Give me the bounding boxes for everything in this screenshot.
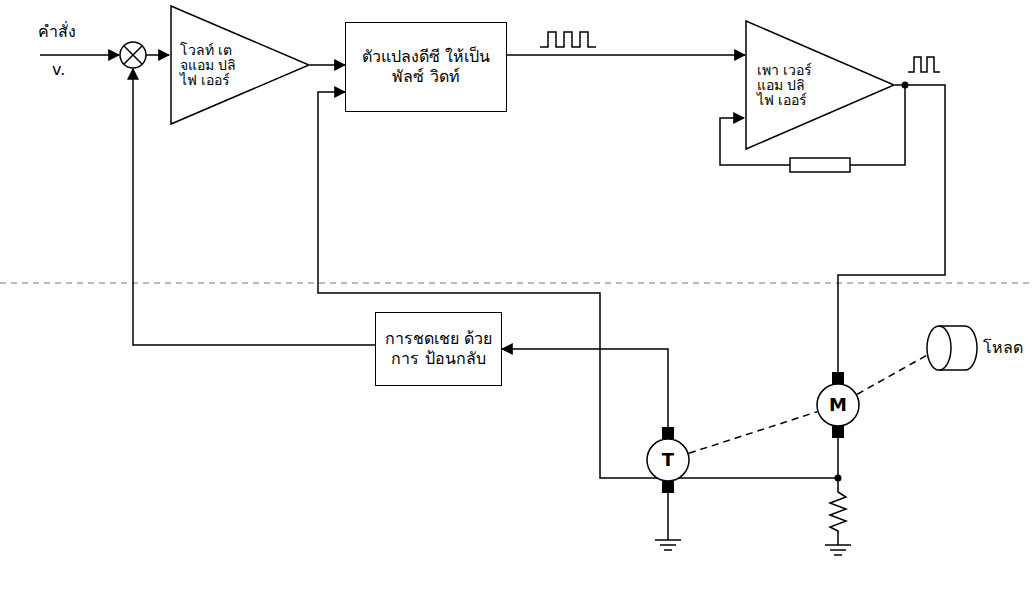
ground-line	[834, 554, 842, 556]
drum-face	[927, 326, 951, 370]
node-label: โวลท์ เตจแอม ปลิไฟ เออร์	[180, 43, 238, 88]
triangle-outline	[171, 6, 309, 124]
signal-wire	[507, 54, 745, 56]
signal-wire	[318, 92, 838, 478]
node-label: T	[646, 438, 690, 482]
signal-wire	[310, 64, 345, 66]
brush-terminal	[662, 481, 674, 493]
mechanical-coupling	[689, 412, 817, 453]
ground-line	[660, 544, 676, 546]
tachometer-circle: T	[646, 438, 690, 482]
feedback-wire	[133, 69, 375, 345]
node-label: เพา เวอร์แอม ปลิไฟ เออร์	[757, 63, 815, 108]
input-label: คำสั่ง	[38, 22, 76, 42]
node-label: M	[816, 383, 860, 427]
signal-wire	[502, 349, 668, 438]
page-fold-line	[0, 283, 1033, 284]
tacho-ground-wire	[667, 493, 669, 540]
ground-line	[655, 539, 681, 541]
summing-cross	[124, 46, 142, 64]
amplifier-triangle: เพา เวอร์แอม ปลิไฟ เออร์	[745, 20, 895, 150]
summing-cross	[124, 46, 142, 64]
signal-name: v.	[52, 60, 65, 80]
amplifier-triangle: โวลท์ เตจแอม ปลิไฟ เออร์	[170, 5, 310, 125]
command-input-wire	[40, 54, 119, 56]
ground-symbol	[655, 540, 681, 550]
motor-circle: M	[816, 383, 860, 427]
circle-outline	[817, 384, 859, 426]
sense-resistor-symbol	[830, 478, 846, 545]
node-label: ตัวแปลงดีซี ให้เป็นพัลซ์ วิดท์	[354, 47, 498, 87]
mechanical-coupling	[857, 354, 929, 394]
ground-line	[825, 544, 851, 546]
summing-junction	[120, 42, 146, 68]
error-wire	[146, 54, 169, 56]
resistor-symbol	[790, 158, 850, 172]
circle-outline	[647, 439, 689, 481]
node-label: โหลด	[983, 338, 1023, 358]
ground-symbol	[825, 545, 851, 555]
ground-line	[664, 549, 672, 551]
load-drum: โหลด	[925, 325, 1025, 371]
node-label: การชดเชย ด้วยการ ป้อนกลับ	[384, 329, 493, 369]
pulse-waveform	[540, 32, 596, 47]
process-box: การชดเชย ด้วยการ ป้อนกลับ	[375, 312, 502, 386]
pulse-waveform	[908, 57, 940, 72]
process-box: ตัวแปลงดีซี ให้เป็นพัลซ์ วิดท์	[345, 22, 507, 112]
triangle-outline	[746, 21, 894, 149]
ground-line	[830, 549, 846, 551]
